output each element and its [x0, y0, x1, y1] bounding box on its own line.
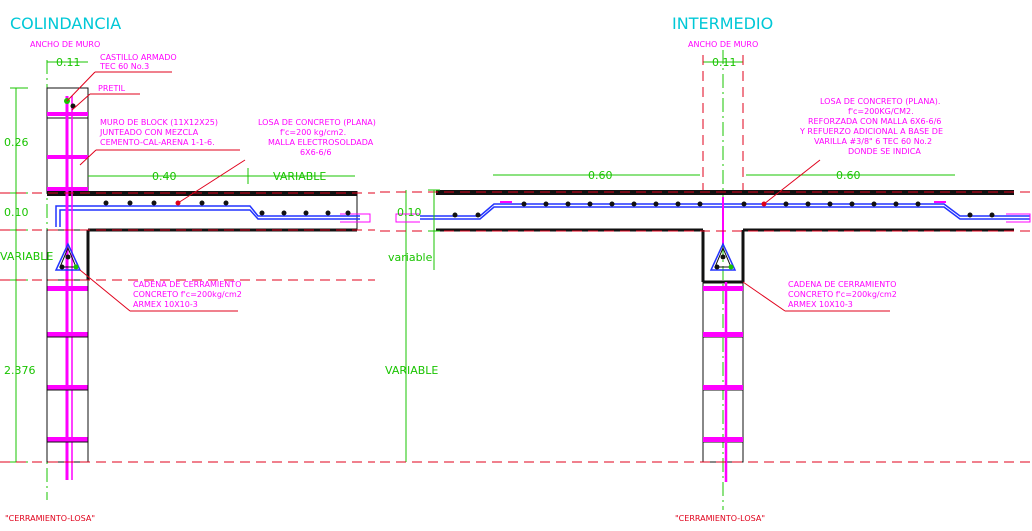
label-losa-right-5: VARILLA #3/8" 6 TEC 60 No.2 — [814, 137, 932, 146]
label-losa-left-4: 6X6-6/6 — [300, 148, 331, 157]
cadena-stirrup-right-inner — [714, 246, 732, 268]
cadena-stirrup-left-inner — [59, 246, 77, 268]
label-castillo-2: TEC 60 No.3 — [99, 62, 149, 71]
cadena-dot-r3 — [728, 264, 734, 270]
dim-variable-left: VARIABLE — [273, 170, 326, 183]
rebar-mesh-left-2 — [59, 209, 360, 227]
label-losa-right-2: f'c=200KG/CM2. — [848, 107, 914, 116]
title-intermedio: INTERMEDIO — [672, 14, 773, 33]
label-cadena-left-1: CADENA DE CERRAMIENTO — [133, 280, 241, 289]
label-losa-left-1: LOSA DE CONCRETO (PLANA) — [258, 118, 376, 127]
ancho-muro-label-left: ANCHO DE MURO — [30, 40, 100, 49]
title-colindancia: COLINDANCIA — [10, 14, 121, 33]
label-losa-right-3: REFORZADA CON MALLA 6X6-6/6 — [808, 117, 941, 126]
mesh-lap-right-l — [395, 213, 420, 223]
rebar-mesh-right-1 — [420, 203, 1030, 217]
label-cadena-left-3: ARMEX 10X10-3 — [133, 300, 198, 309]
dim-variable-mid: VARIABLE — [385, 364, 438, 377]
dim-060-left: 0.60 — [588, 169, 613, 182]
label-muro-3: CEMENTO-CAL-ARENA 1-1-6. — [100, 138, 215, 147]
dim-variable-right-side: variable — [388, 251, 433, 264]
label-losa-left-3: MALLA ELECTROSOLDADA — [268, 138, 374, 147]
dim-ancho-right: 0.11 — [712, 56, 737, 69]
castillo-dot-left-2 — [70, 103, 76, 109]
leader-muro — [79, 149, 97, 166]
rebar-mesh-left-1 — [55, 205, 360, 227]
label-losa-right-1: LOSA DE CONCRETO (PLANA). — [820, 97, 940, 106]
leader-cadena-left — [79, 269, 131, 312]
label-cadena-right-3: ARMEX 10X10-3 — [788, 300, 853, 309]
leader-cadena-right — [742, 281, 786, 312]
mesh-lap-left — [340, 213, 371, 223]
mesh-lap-right-r — [1006, 213, 1031, 223]
label-losa-right-4: Y REFUERZO ADICIONAL A BASE DE — [799, 127, 943, 136]
caption-left: "CERRAMIENTO-LOSA" — [5, 514, 95, 523]
cadena-stirrup-right — [709, 242, 737, 271]
rebar-dots-left — [103, 200, 351, 216]
label-pretil: PRETIL — [98, 84, 126, 93]
cadena-dot-3 — [73, 264, 79, 270]
dim-060-right: 0.60 — [836, 169, 861, 182]
label-losa-left-2: f'c=200 kg/cm2. — [280, 128, 346, 137]
leader-losa-left — [177, 159, 246, 204]
label-cadena-left-2: CONCRETO f'c=200kg/cm2 — [133, 290, 242, 299]
dim-variable-left-side: VARIABLE — [0, 250, 53, 263]
dim-ancho-left: 0.11 — [56, 56, 81, 69]
dim-2376: 2.376 — [4, 364, 36, 377]
leader-losa-right — [763, 159, 821, 205]
label-cadena-right-2: CONCRETO f'c=200kg/cm2 — [788, 290, 897, 299]
cadena-dot-2 — [59, 264, 65, 270]
leader-castillo — [66, 71, 96, 102]
cadena-dot-1 — [65, 254, 71, 260]
leader-pretil — [71, 93, 91, 111]
cadena-dot-r1 — [720, 254, 726, 260]
caption-right: "CERRAMIENTO-LOSA" — [675, 514, 765, 523]
rebar-dots-right — [452, 201, 995, 218]
dim-010-right: 0.10 — [397, 206, 422, 219]
dim-010-left: 0.10 — [4, 206, 29, 219]
dim-040: 0.40 — [152, 170, 177, 183]
label-muro-1: MURO DE BLOCK (11X12X25) — [100, 118, 218, 127]
detail-intermedio: INTERMEDIO ANCHO DE MURO 0.11 — [380, 14, 1031, 523]
block-joints-right — [703, 286, 743, 442]
label-castillo-1: CASTILLO ARMADO — [100, 53, 177, 62]
cadena-dot-r2 — [714, 264, 720, 270]
ancho-muro-label-right: ANCHO DE MURO — [688, 40, 758, 49]
block-joints-left — [47, 112, 88, 442]
label-losa-right-6: DONDE SE INDICA — [848, 147, 921, 156]
rebar-mesh-right-2 — [420, 206, 1030, 220]
label-muro-2: JUNTEADO CON MEZCLA — [99, 128, 199, 137]
cadena-stirrup-left — [54, 242, 82, 271]
detail-colindancia: COLINDANCIA ANCHO DE MURO 0.11 0.26 0.10… — [0, 14, 438, 523]
label-cadena-right-1: CADENA DE CERRAMIENTO — [788, 280, 896, 289]
dim-026: 0.26 — [4, 136, 29, 149]
